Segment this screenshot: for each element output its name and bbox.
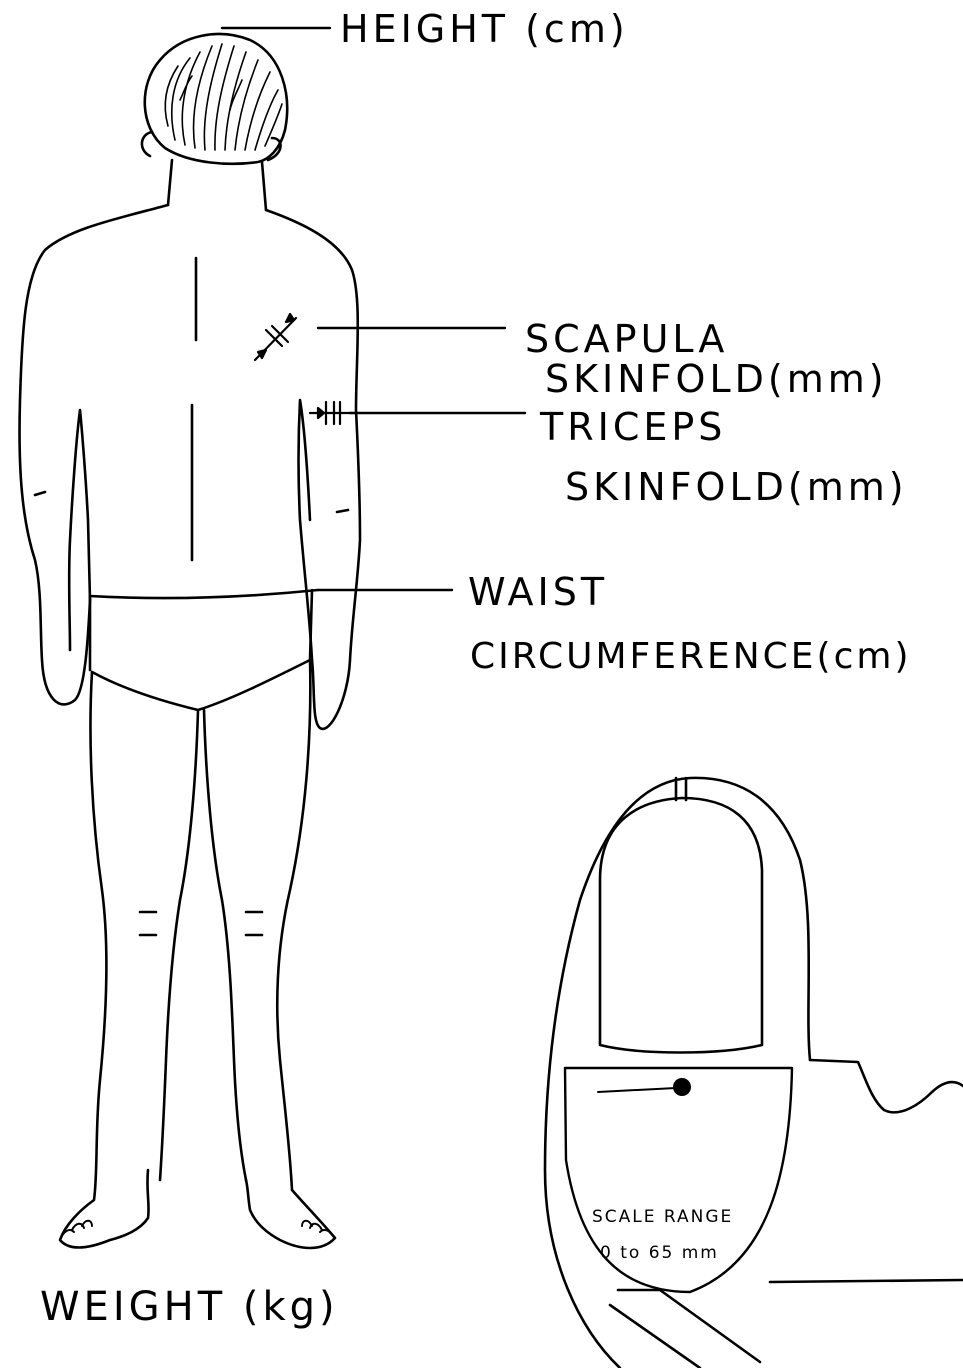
measurement-labels: HEIGHT (cm) SCAPULA SKINFOLD(mm) TRICEPS…: [40, 7, 912, 1330]
head: [142, 34, 287, 210]
briefs: [90, 590, 318, 710]
torso-and-arms: [20, 205, 360, 729]
toes: [60, 1221, 335, 1240]
caliper-needle: [598, 1088, 676, 1092]
human-figure: [20, 34, 360, 1248]
scapula-label-line1: SCAPULA: [525, 317, 728, 361]
weight-label: WEIGHT (kg): [40, 1284, 339, 1330]
scapula-label-line2: SKINFOLD(mm): [545, 357, 888, 401]
triceps-skinfold-marker: [310, 402, 352, 424]
triceps-label-line1: TRICEPS: [539, 405, 726, 449]
legs: [60, 660, 335, 1248]
caliper-range-label: 0 to 65 mm: [600, 1243, 719, 1263]
hair-strokes: [165, 44, 282, 150]
skinfold-caliper: SCALE RANGE 0 to 65 mm: [545, 778, 963, 1368]
height-label: HEIGHT (cm): [340, 7, 629, 51]
waist-label-line2: CIRCUMFERENCE(cm): [470, 636, 912, 677]
triceps-label-line2: SKINFOLD(mm): [565, 465, 908, 509]
waist-label-line1: WAIST: [468, 570, 608, 614]
caliper-scale-label: SCALE RANGE: [592, 1207, 733, 1227]
scapula-skinfold-marker: [255, 314, 296, 360]
caliper-pivot: [673, 1078, 691, 1096]
